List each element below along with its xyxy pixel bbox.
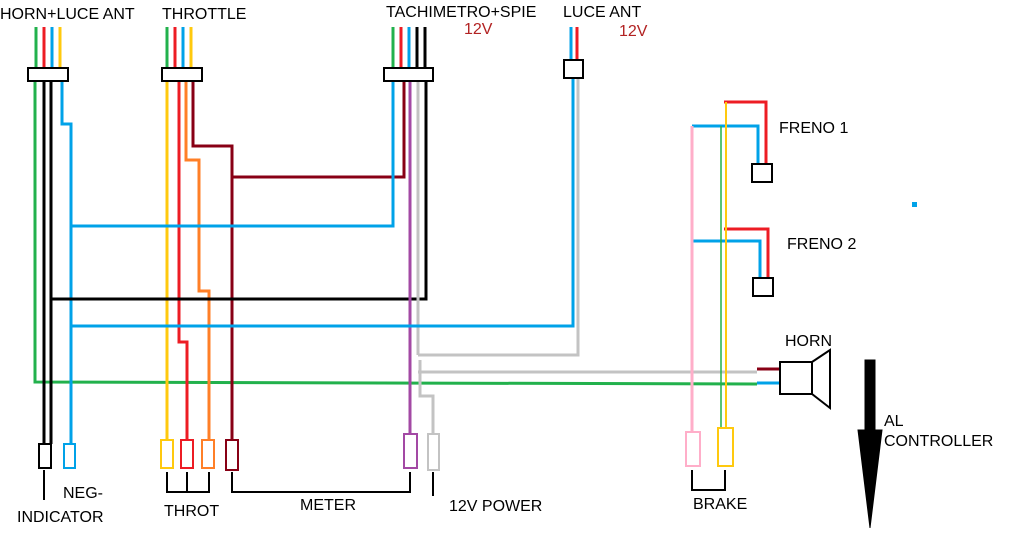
wire-darkred-tach: [232, 82, 406, 179]
label-throttle: THROTTLE: [162, 6, 247, 23]
connector-horn-luce-ant: [27, 67, 69, 82]
wire-red-throt: [177, 82, 189, 440]
label-horn-luce-ant: HORN+LUCE ANT: [0, 6, 135, 23]
label-al: AL: [884, 413, 904, 430]
wire-gray-luce: [418, 78, 580, 357]
horn-cone: [811, 348, 831, 411]
plug-meter-purple: [403, 433, 418, 469]
horn-body: [779, 361, 813, 395]
plug-brake-pink: [685, 431, 701, 467]
plug-neg: [63, 443, 76, 469]
connector-luce-ant: [563, 59, 584, 79]
wire-green-main: [33, 82, 758, 386]
label-horn: HORN: [785, 333, 833, 350]
wire-red-freno1: [724, 100, 768, 165]
label-luce-ant-voltage: 12V: [619, 23, 648, 40]
switch-freno-2: [752, 277, 774, 297]
wire-gray-power: [418, 360, 435, 434]
label-meter: METER: [300, 497, 356, 514]
plug-meter-darkred: [225, 439, 239, 471]
label-brake: BRAKE: [693, 496, 748, 513]
wire-blue-freno1: [692, 124, 760, 165]
controller-arrow-head: [857, 429, 883, 529]
label-freno-1: FRENO 1: [779, 120, 849, 137]
wire-red-freno2: [724, 227, 770, 278]
bracket-meter: [231, 472, 411, 493]
label-12v-power: 12V POWER: [449, 498, 543, 515]
label-tachimetro-spie: TACHIMETRO+SPIE: [386, 4, 537, 21]
label-tachimetro-voltage: 12V: [464, 21, 493, 38]
wire-blue-tach: [71, 82, 395, 228]
label-luce-ant: LUCE ANT: [563, 4, 642, 21]
label-controller: CONTROLLER: [884, 433, 994, 450]
wire-blue-luce: [71, 78, 575, 328]
label-neg: NEG-: [63, 485, 103, 502]
plug-throt-yellow: [160, 439, 174, 469]
plug-throt-red: [180, 439, 194, 469]
label-throt: THROT: [164, 503, 220, 520]
plug-power-gray: [427, 433, 440, 471]
connector-throttle: [161, 67, 203, 82]
wire-blue-freno2: [692, 239, 762, 278]
wire-orange-throt: [184, 82, 211, 440]
wire-darkred-meter: [191, 82, 234, 440]
plug-throt-orange: [201, 439, 215, 469]
stray-dot: [912, 202, 917, 207]
label-indicator: INDICATOR: [17, 509, 104, 526]
controller-arrow-shaft: [864, 359, 876, 431]
switch-freno-1: [751, 163, 773, 183]
connector-tachimetro: [383, 67, 434, 82]
plug-indicator: [38, 443, 52, 469]
wire-black-tach: [51, 82, 428, 301]
wire-blue-neg: [60, 82, 73, 444]
label-freno-2: FRENO 2: [787, 236, 857, 253]
bracket-brake: [691, 470, 726, 491]
plug-brake-yellow: [717, 427, 734, 467]
